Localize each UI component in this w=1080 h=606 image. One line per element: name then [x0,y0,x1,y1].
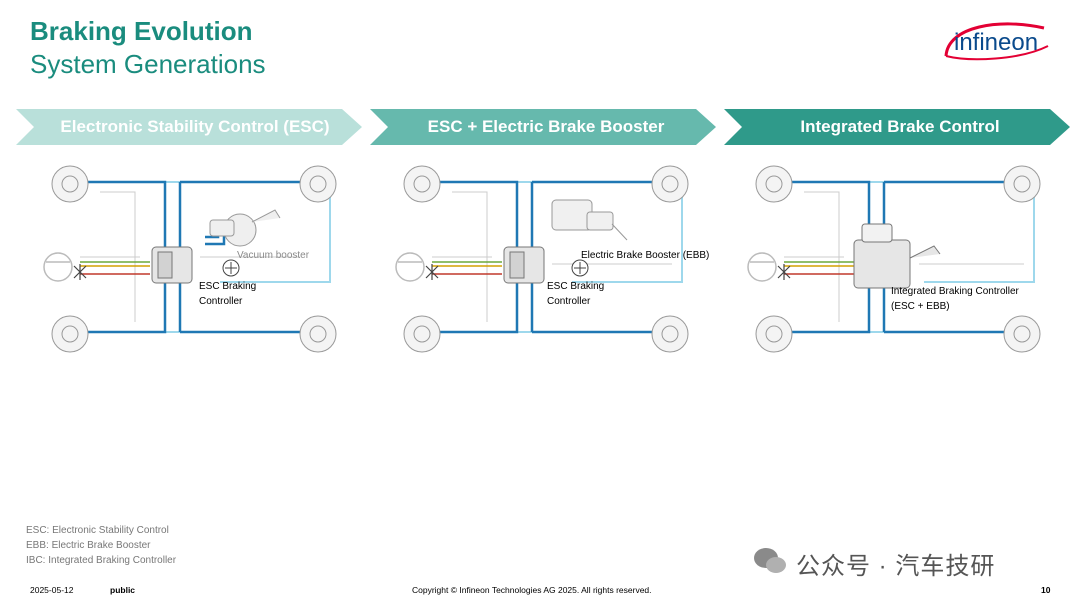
wheel-icon [755,315,793,353]
vacuum-booster-unit [209,209,281,247]
sensor-asterisk-icon [73,264,87,280]
booster-label: Electric Brake Booster (EBB) [581,250,710,261]
wheel-icon [1003,165,1041,203]
integrated-brake-system-diagram: Integrated Braking Controller (ESC + EBB… [744,162,1080,362]
infineon-logo: infineon [940,16,1052,64]
booster-label: Vacuum booster [237,250,310,261]
chevron-label: ESC + Electric Brake Booster [427,117,665,136]
wheel-icon [51,315,89,353]
footer-date: 2025-05-12 [30,585,74,595]
abbreviation-esc: ESC: Electronic Stability Control [26,525,169,536]
integrated-controller-unit [853,223,941,289]
wechat-icon [752,545,788,577]
wheel-icon [299,315,337,353]
controller-label: ESC Braking Controller [199,281,257,307]
logo-wordmark: infineon [954,29,1038,56]
chevron-label: Integrated Brake Control [800,117,1000,136]
generation-chevron-esc-ebb: ESC + Electric Brake Booster [370,109,716,145]
generation-chevron-ibc: Integrated Brake Control [724,109,1070,145]
esc-controller-unit [503,246,545,284]
wheel-icon [755,165,793,203]
page-subtitle: System Generations [30,49,266,79]
wheel-icon [403,315,441,353]
sensor-asterisk-icon [777,264,791,280]
wheel-icon [651,165,689,203]
generation-chevron-esc: Electronic Stability Control (ESC) [16,109,362,145]
plus-circle-icon [222,259,240,277]
esc-ebb-system-diagram: Electric Brake Booster (EBB) ESC Braking… [392,162,732,362]
chevron-label: Electronic Stability Control (ESC) [60,117,330,136]
electric-brake-booster-unit [551,199,628,241]
steering-wheel-icon [43,252,73,282]
footer-classification: public [110,585,136,595]
wheel-icon [299,165,337,203]
esc-system-diagram: Vacuum booster ESC Braking Controller [40,162,380,362]
steering-wheel-icon [395,252,425,282]
sensor-asterisk-icon [425,264,439,280]
esc-controller-unit [151,246,193,284]
wheel-icon [1003,315,1041,353]
abbreviation-ibc: IBC: Integrated Braking Controller [26,555,177,566]
wheel-icon [651,315,689,353]
abbreviation-ebb: EBB: Electric Brake Booster [26,540,151,551]
footer-copyright: Copyright © Infineon Technologies AG 202… [412,585,652,595]
watermark-text: 公众号 · 汽车技研 [796,553,996,580]
page-number: 10 [1041,585,1051,595]
wheel-icon [403,165,441,203]
page-title: Braking Evolution [30,16,253,46]
steering-wheel-icon [747,252,777,282]
wheel-icon [51,165,89,203]
controller-label: Integrated Braking Controller (ESC + EBB… [891,286,1019,312]
plus-circle-icon [571,259,589,277]
controller-label: ESC Braking Controller [547,281,605,307]
